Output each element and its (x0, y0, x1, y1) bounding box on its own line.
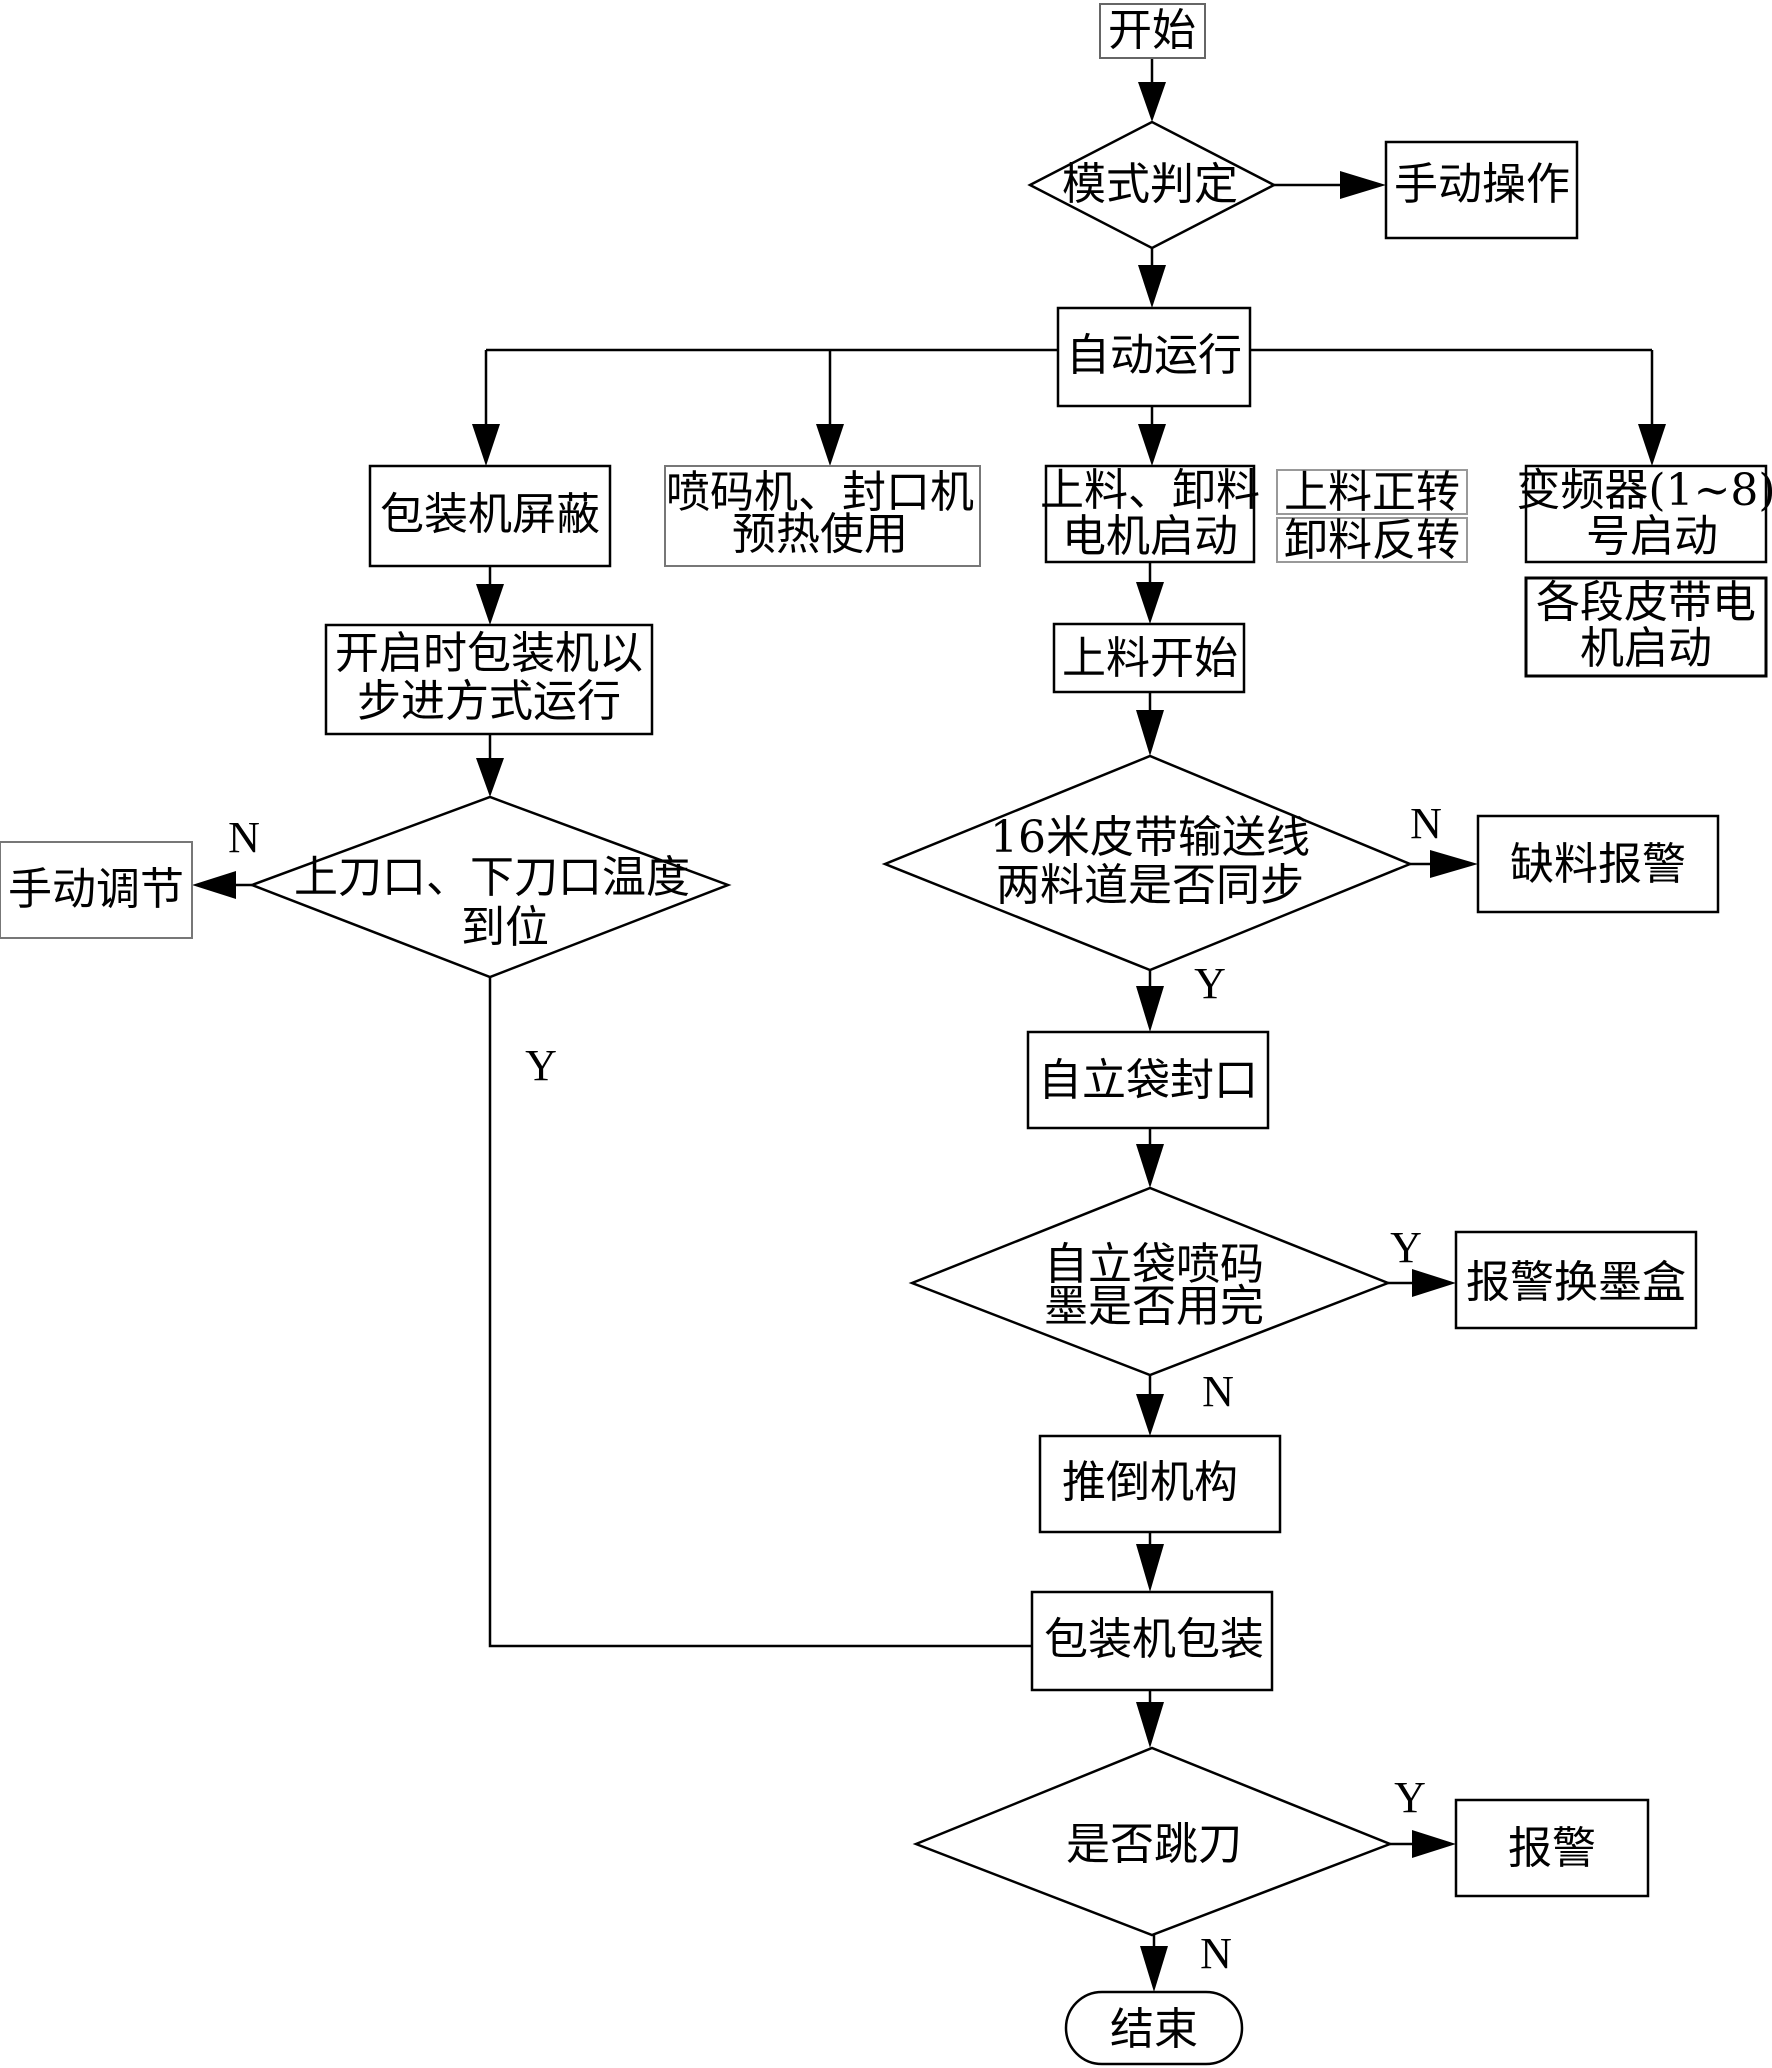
sync-no-label: N (1410, 799, 1442, 848)
arrow-down-icon (1138, 424, 1166, 466)
direction-outline-bottom (1276, 517, 1468, 563)
ink-yes-label: Y (1390, 1223, 1422, 1272)
arrow-right-icon (1430, 850, 1478, 878)
arrowheads (192, 82, 1666, 1992)
ink-no-label: N (1202, 1367, 1234, 1416)
push-down-node (1038, 1434, 1282, 1534)
arrow-down-icon (1136, 710, 1164, 756)
end-label: 结束 (1110, 2004, 1198, 2055)
vfd-start-label-line-1: 变频器(1~8) (1516, 465, 1772, 516)
arrow-down-icon (1136, 1702, 1164, 1748)
arrow-down-icon (816, 424, 844, 466)
preheat-label-line-1: 喷码机、封口机 (666, 467, 974, 518)
end-node (1064, 1990, 1244, 2066)
start-label: 开始 (1108, 5, 1196, 56)
belt-sync-decision-node (881, 754, 1414, 972)
start-node (1099, 3, 1206, 59)
packer-step-node (324, 623, 654, 736)
packer-packing-label: 包装机包装 (1044, 1614, 1264, 1665)
knife-temp-decision-node (248, 795, 732, 979)
knife-temp-label-line-2: 到位 (461, 902, 549, 953)
pouch-sealing-label: 自立袋封口 (1038, 1055, 1258, 1106)
manual-operation-label: 手动操作 (1394, 159, 1570, 210)
arrow-right-icon (1412, 1830, 1456, 1858)
temp-yes-label: Y (525, 1041, 557, 1090)
arrow-down-icon (1136, 1394, 1164, 1436)
arrow-down-icon (476, 584, 504, 625)
ink-decision-label-line-2: 墨是否用完 (1044, 1281, 1264, 1332)
arrow-down-icon (1138, 265, 1166, 308)
packer-shield-node (368, 464, 612, 568)
belt-sync-label-line-2: 两料道是否同步 (996, 860, 1304, 911)
ink-alarm-label: 报警换墨盒 (1466, 1257, 1686, 1308)
knife-jump-label: 是否跳刀 (1066, 1819, 1242, 1870)
knife-temp-label-line-1: 上刀口、下刀口温度 (294, 852, 690, 903)
node-shapes (0, 3, 1768, 2066)
packer-shield-label: 包装机屏蔽 (380, 489, 600, 540)
motor-start-label-line-2: 电机启动 (1062, 511, 1238, 562)
loading-begin-label: 上料开始 (1062, 633, 1238, 684)
arrow-down-icon (476, 758, 504, 797)
packer-packing-node (1030, 1590, 1274, 1692)
manual-operation-node (1384, 140, 1579, 240)
pouch-sealing-node (1026, 1030, 1270, 1130)
arrow-down-icon (1136, 1544, 1164, 1592)
vfd-start-label-line-2: 号启动 (1586, 511, 1718, 562)
arrow-down-icon (1136, 1144, 1164, 1188)
arrow-down-icon (1138, 82, 1166, 122)
push-down-label: 推倒机构 (1062, 1457, 1238, 1508)
arrow-down-icon (1140, 1946, 1168, 1992)
alarm-node (1454, 1798, 1650, 1898)
belt-sync-label-line-1: 16米皮带输送线 (990, 812, 1310, 863)
arrow-down-icon (1136, 986, 1164, 1032)
packer-step-label-line-2: 步进方式运行 (357, 676, 621, 727)
preheat-node (664, 465, 981, 567)
ink-decision-node (908, 1186, 1392, 1377)
direction-label-forward: 上料正转 (1284, 467, 1460, 518)
connectors (228, 58, 1654, 1952)
motor-start-node (1044, 464, 1256, 564)
jump-yes-label: Y (1394, 1773, 1426, 1822)
arrow-right-icon (1412, 1269, 1456, 1297)
vfd-start-node (1524, 464, 1768, 564)
alarm-label: 报警 (1508, 1823, 1596, 1874)
shortage-alarm-node (1476, 814, 1720, 914)
ink-decision-label-line-1: 自立袋喷码 (1044, 1239, 1264, 1290)
shortage-alarm-label: 缺料报警 (1510, 839, 1686, 890)
temp-no-label: N (228, 813, 260, 862)
mode-decision-label: 模式判定 (1062, 159, 1238, 210)
manual-adjust-label: 手动调节 (8, 864, 184, 915)
auto-run-node (1056, 306, 1252, 408)
belt-motors-node (1524, 576, 1768, 678)
preheat-label-line-2: 预热使用 (732, 509, 908, 560)
arrow-down-icon (1638, 424, 1666, 466)
direction-label-reverse: 卸料反转 (1284, 515, 1460, 566)
knife-jump-decision-node (912, 1746, 1394, 1937)
loading-begin-node (1052, 622, 1246, 694)
arrow-down-icon (472, 424, 500, 466)
sync-yes-label: Y (1194, 959, 1226, 1008)
edge-temp-yes (488, 977, 1032, 1648)
packer-step-label-line-1: 开启时包装机以 (335, 628, 643, 679)
edge-labels: N Y N Y Y N Y N (228, 799, 1442, 1978)
direction-outline-top (1276, 469, 1468, 515)
manual-adjust-node (0, 841, 193, 939)
belt-motors-label-line-2: 机启动 (1580, 623, 1712, 674)
belt-motors-label-line-1: 各段皮带电 (1536, 577, 1756, 628)
arrow-right-icon (1340, 171, 1386, 199)
auto-run-label: 自动运行 (1066, 330, 1242, 381)
jump-no-label: N (1200, 1929, 1232, 1978)
ink-alarm-node (1454, 1230, 1698, 1330)
motor-start-label-line-1: 上料、卸料 (1040, 465, 1260, 516)
mode-decision-node (1027, 120, 1277, 250)
arrow-down-icon (1136, 582, 1164, 624)
arrow-left-icon (192, 871, 236, 899)
node-texts: 开始 模式判定 手动操作 自动运行 包装机屏蔽 喷码机、封口机 预热使用 上料、… (8, 5, 1772, 2055)
